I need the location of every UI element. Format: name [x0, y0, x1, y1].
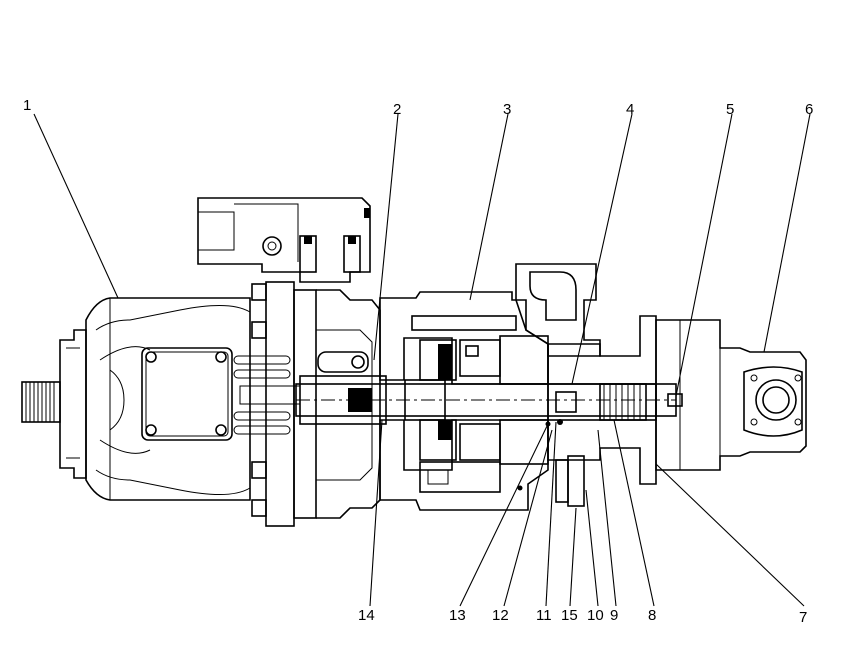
- callout-14: 14: [358, 607, 375, 624]
- callout-3: 3: [503, 101, 511, 118]
- main-shaft: [295, 351, 677, 425]
- callout-9: 9: [610, 607, 618, 624]
- callout-1: 1: [23, 97, 31, 114]
- callout-11: 11: [536, 607, 552, 624]
- rear-gear-pump: [655, 319, 807, 471]
- callout-10: 10: [587, 607, 604, 624]
- callout-7: 7: [799, 609, 807, 626]
- middle-pump-section: [379, 291, 549, 511]
- front-pump-housing: [21, 297, 301, 501]
- callout-15: 15: [561, 607, 578, 624]
- control-valve-block: [197, 197, 371, 283]
- callout-8: 8: [648, 607, 656, 624]
- callout-4: 4: [626, 101, 634, 118]
- callout-5: 5: [726, 101, 734, 118]
- rear-adapter-flange: [547, 315, 657, 507]
- leader-lines: [33, 113, 811, 607]
- callout-6: 6: [805, 101, 813, 118]
- port-block: [515, 263, 601, 357]
- callout-numbers: 1 2 3 4 5 6 7 8 9 10 15 11 12 13 14: [23, 97, 813, 626]
- callout-12: 12: [492, 607, 509, 624]
- callout-13: 13: [449, 607, 466, 624]
- callout-2: 2: [393, 101, 401, 118]
